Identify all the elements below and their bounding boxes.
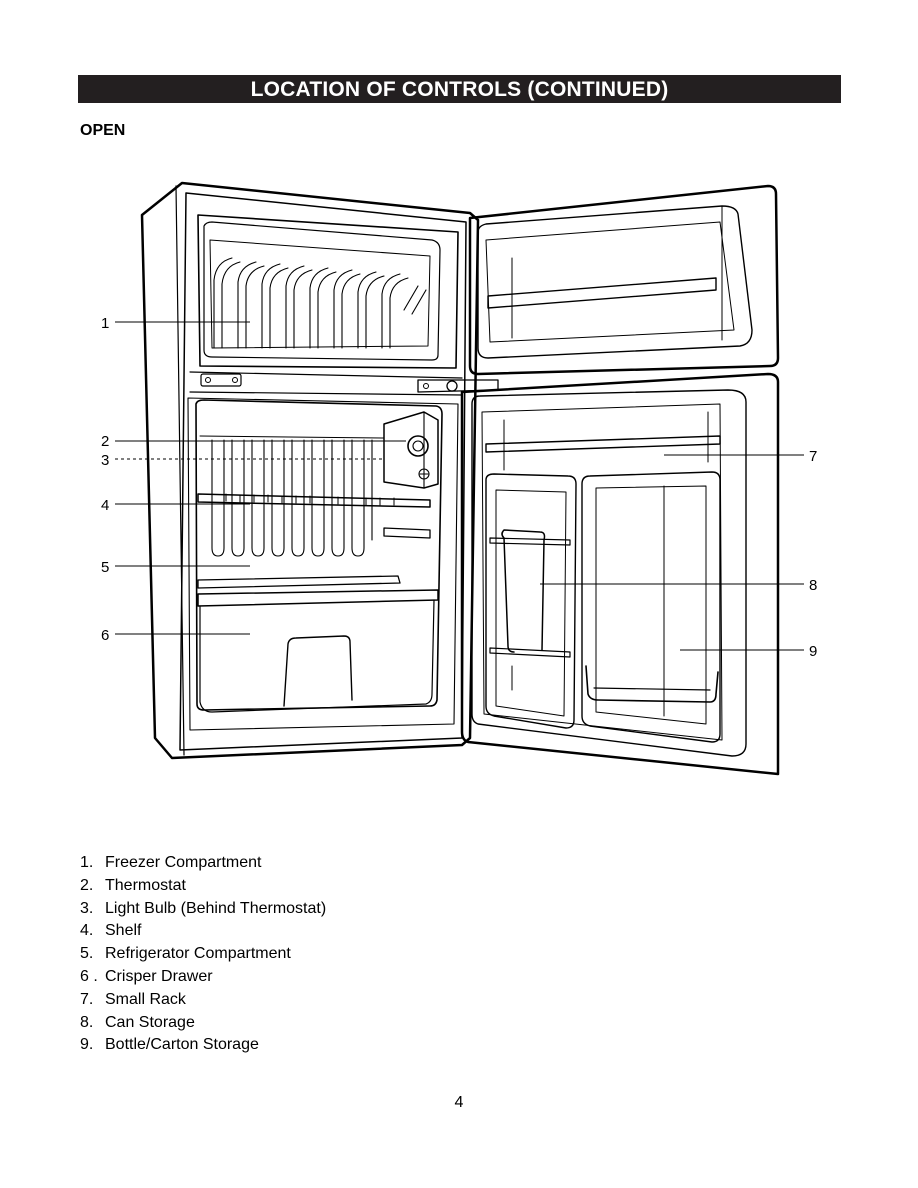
callout-number-1: 1: [101, 315, 109, 332]
callout-number-7: 7: [809, 448, 817, 465]
legend-number: 9.: [80, 1036, 94, 1054]
legend-number: 1.: [80, 854, 94, 871]
callout-number-2: 2: [101, 433, 109, 450]
legend-number: 6 .: [80, 967, 98, 985]
legend-number: 2.: [80, 876, 94, 894]
legend-label: Bottle/Carton Storage: [105, 1036, 259, 1054]
callout-lines: [115, 321, 804, 651]
callout-numbers: 1 2 3 4 5 6 7 8 9: [101, 315, 817, 660]
legend-label: Can Storage: [105, 1013, 195, 1031]
legend-number: 3.: [80, 899, 94, 917]
legend-item: 2. Thermostat: [80, 875, 326, 898]
legend-label: Freezer Compartment: [105, 854, 262, 871]
legend-label: Crisper Drawer: [105, 967, 213, 985]
legend-item: 7. Small Rack: [80, 989, 326, 1012]
legend-number: 4.: [80, 922, 94, 940]
refrigerator-diagram: 1 2 3 4 5 6 7 8 9: [101, 181, 817, 776]
callout-number-3: 3: [101, 452, 109, 469]
page-number: 4: [454, 1094, 464, 1111]
legend-label: Shelf: [105, 922, 142, 940]
callout-number-6: 6: [101, 627, 109, 644]
legend-item: 5. Refrigerator Compartment: [80, 943, 326, 966]
legend-number: 5.: [80, 945, 94, 963]
legend-number: 8.: [80, 1013, 94, 1031]
section-subtitle: OPEN: [80, 122, 126, 139]
refrigerator-illustration: [140, 181, 780, 776]
callout-number-8: 8: [809, 577, 817, 594]
legend-item: 3. Light Bulb (Behind Thermostat): [80, 898, 326, 921]
legend-number: 7.: [80, 990, 94, 1008]
legend-item: 6 . Crisper Drawer: [80, 966, 326, 989]
legend-item: 4. Shelf: [80, 920, 326, 943]
parts-legend: 1. Freezer Compartment 2. Thermostat 3. Lig…: [80, 852, 326, 1057]
section-title: LOCATION OF CONTROLS (CONTINUED): [78, 75, 841, 103]
legend-label: Small Rack: [105, 990, 186, 1008]
callout-number-9: 9: [809, 643, 817, 660]
legend-label: Thermostat: [105, 876, 186, 894]
callout-number-4: 4: [101, 497, 109, 514]
legend-item: 9. Bottle/Carton Storage: [80, 1034, 326, 1057]
callout-number-5: 5: [101, 559, 109, 576]
legend-item: 8. Can Storage: [80, 1012, 326, 1035]
legend-label: Light Bulb (Behind Thermostat): [105, 899, 327, 917]
legend-item: 1. Freezer Compartment: [80, 852, 326, 875]
legend-label: Refrigerator Compartment: [105, 945, 291, 963]
